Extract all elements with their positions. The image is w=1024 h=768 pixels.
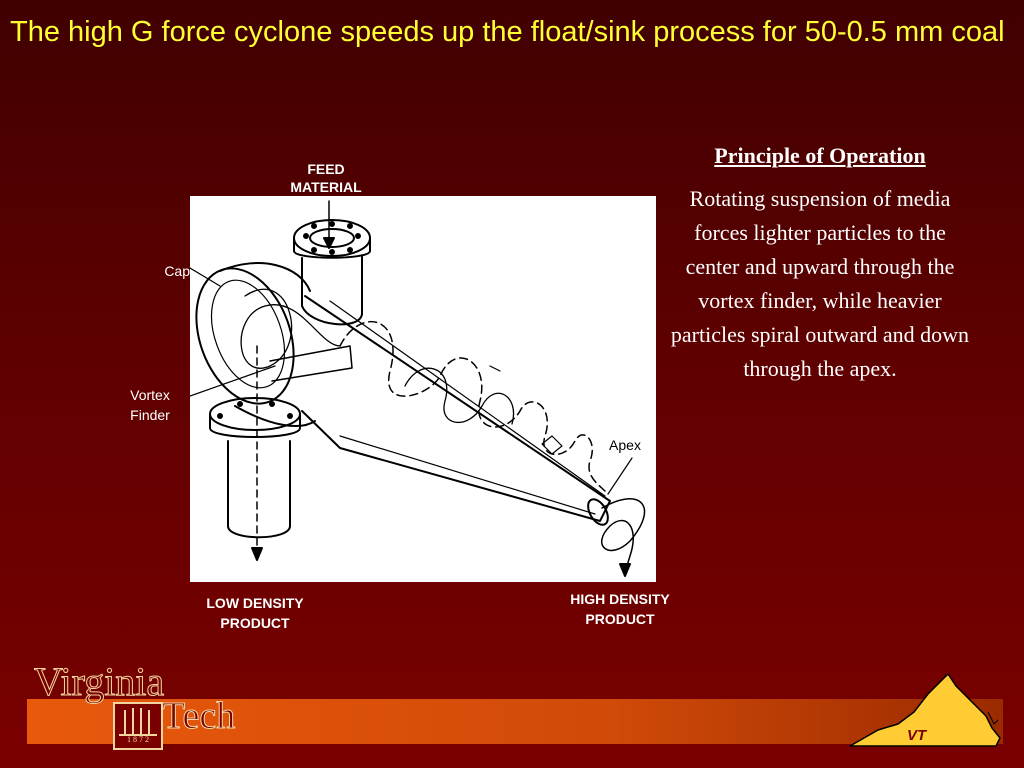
vortex-finder-tube [269,345,353,382]
logo-tech: Tech [161,695,236,738]
overflow-pipe [227,440,291,539]
cyclone-diagram [189,200,646,577]
apex-leader-line [607,457,633,495]
vortex-finder-label: Vortex Finder [130,387,170,423]
hokie-stone-logo-icon: 1 8 7 2 [113,702,163,750]
virginia-state-icon [849,673,1001,747]
high-density-product-label: HIGH DENSITY PRODUCT [570,591,670,627]
slide-title: The high G force cyclone speeds up the f… [10,16,1005,48]
principle-section: Principle of Operation Rotating suspensi… [670,140,970,386]
state-mark-vt: VT [907,727,927,744]
logo-virginia: Virginia [33,659,165,704]
logo-year: 1 8 7 2 [127,735,149,744]
feed-pipe [301,255,363,315]
cap-leader-line [189,267,221,287]
cap-label: Cap [164,263,190,279]
cyclone-cone-outline [301,295,611,522]
vortex-finder-leader-line [189,365,276,397]
principle-body: Rotating suspension of media forces ligh… [670,186,970,381]
apex-outlet [587,498,609,526]
footer-bar [27,699,1003,744]
cyclone-diagram-panel [189,196,656,582]
apex-label: Apex [609,437,641,453]
low-density-product-label: LOW DENSITY PRODUCT [206,595,304,631]
principle-heading: Principle of Operation [714,143,926,168]
flow-spiral [339,321,606,492]
cyclone-cone-inner [329,300,606,515]
feed-material-label: FEED MATERIAL [290,161,362,195]
high-density-spiral [600,498,646,573]
